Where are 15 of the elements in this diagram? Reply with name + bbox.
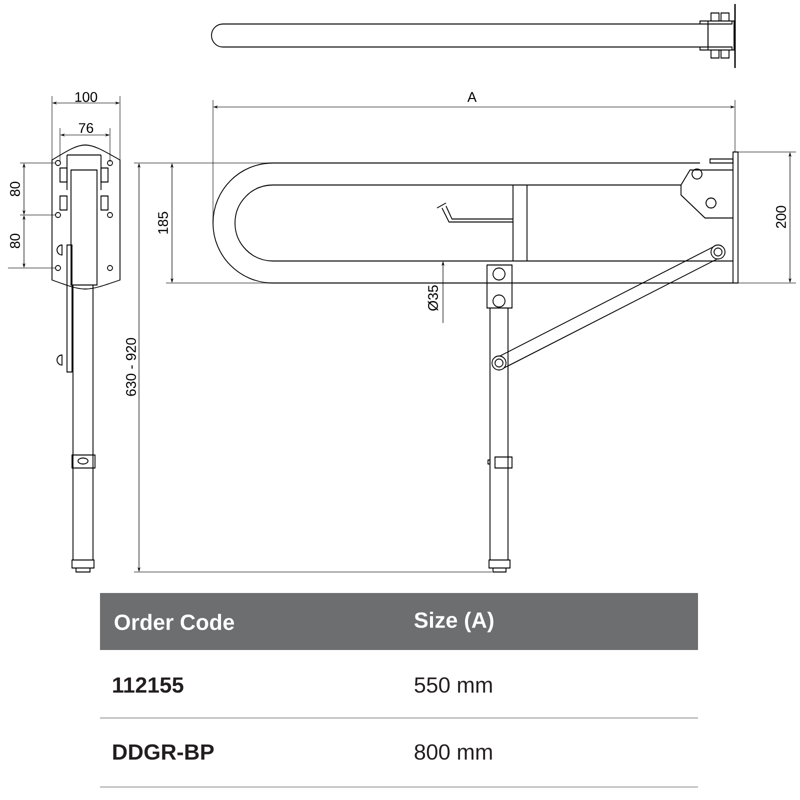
size-value: 550 mm	[414, 677, 492, 693]
dimension-label: 185	[158, 212, 168, 234]
dimension-label: Ø35	[428, 285, 438, 311]
order-code: DDGR-BP	[113, 744, 214, 760]
dimension-label: 76	[78, 123, 94, 133]
dimension-label: 200	[776, 206, 786, 228]
header-cell: Size (A)	[400, 593, 698, 650]
dimension-label: 80	[10, 234, 20, 248]
size-value: 800 mm	[414, 744, 492, 760]
dimension-label: 630 - 920	[126, 338, 136, 396]
dimension-label: 100	[75, 92, 98, 102]
header-cell: Order Code	[100, 593, 400, 650]
dimension-label: 80	[10, 182, 20, 196]
dimension-label: A	[467, 92, 477, 102]
order-code: 112155	[113, 677, 184, 693]
